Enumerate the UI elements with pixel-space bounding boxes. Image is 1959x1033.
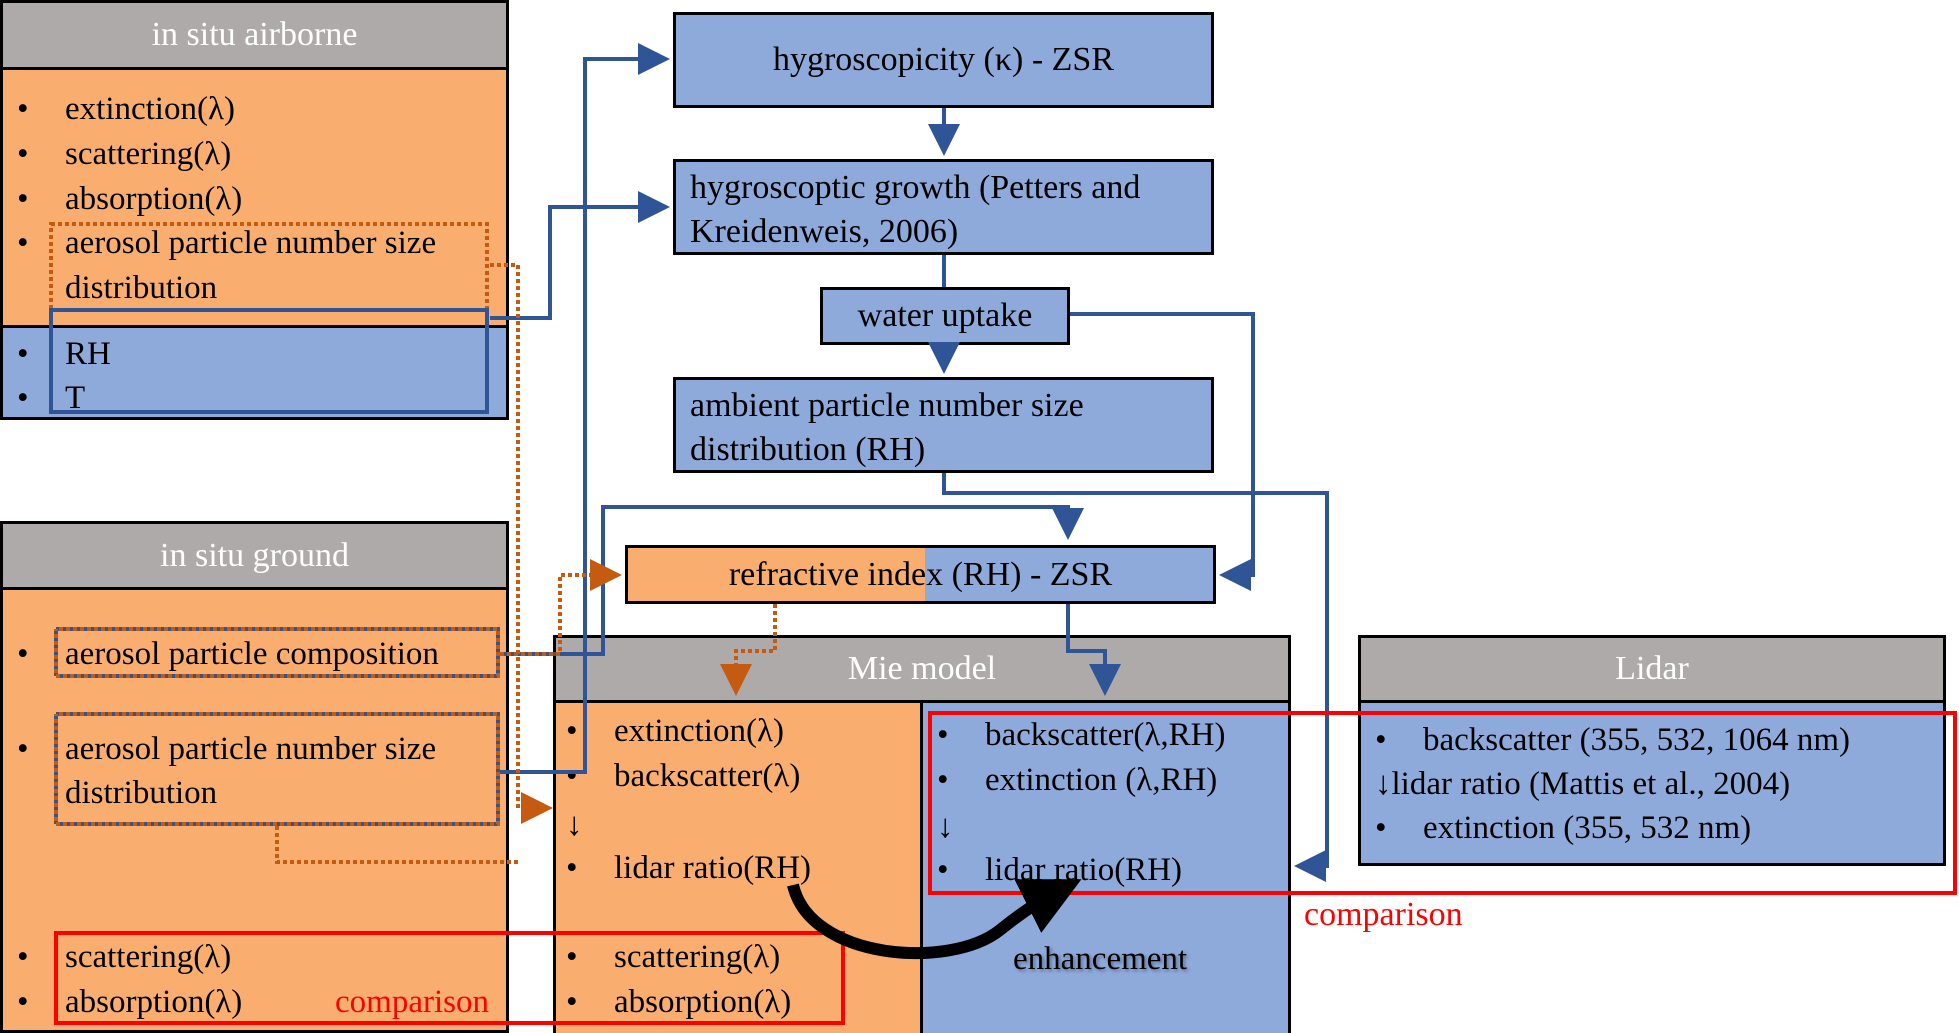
ground-composition-highlight [54,627,500,678]
bullet: • [17,91,29,127]
airborne-item-rh: RH [65,336,111,372]
ground-panel: in situ ground • aerosol particle compos… [0,521,509,1033]
ground-pnsd-highlight-orange [54,712,500,826]
arrow-composition-to-refractive [500,505,1084,656]
bullet: • [17,731,29,767]
airborne-item-t: T [65,380,86,416]
bullet: • [17,380,29,416]
arrow-refractive-to-mie-dry [720,604,777,696]
refractive-index-label: refractive index (RH) - ZSR [728,555,1113,593]
arrow-water-to-refractive [1070,312,1255,591]
enhancement-label: enhancement [1013,941,1188,977]
ambient-line2: distribution (RH) [690,431,926,468]
bullet: • [17,636,29,672]
down-arrow-icon: ↓ [566,807,583,843]
ground-item-composition: aerosol particle composition [65,636,439,672]
airborne-met-highlight [49,308,489,414]
bullet: • [937,762,949,798]
airborne-pnsd-highlight [49,222,489,312]
enhancement-arrow-icon [787,879,1082,960]
ground-item-absorption: absorption(λ) [65,984,243,1020]
mie-wet-extinction: extinction (λ,RH) [985,762,1218,798]
lidar-item-lidar-ratio: ↓lidar ratio (Mattis et al., 2004) [1375,766,1791,802]
mie-dry-backscatter: backscatter(λ) [614,758,801,794]
ground-header: in situ ground [3,524,506,590]
airborne-header: in situ airborne [3,3,506,70]
mie-dry-scattering: scattering(λ) [614,939,781,975]
mie-wet-backscatter: backscatter(λ,RH) [985,717,1226,753]
growth-line1: hygroscoptic growth (Petters and [690,169,1141,206]
ground-pnsd-highlight [54,712,500,826]
bullet: • [566,758,578,794]
bullet: • [566,939,578,975]
ground-item-pnsd: aerosol particle number size [65,731,437,767]
arrow-refractive-to-mie-wet [1066,604,1121,696]
arrow-ambient-to-mie-wet [942,473,1329,882]
bullet: • [937,717,949,753]
ground-item-scattering: scattering(λ) [65,939,232,975]
bullet: • [17,939,29,975]
ground-comparison-label: comparison [335,984,489,1020]
bullet: • [17,136,29,172]
airborne-item-pnsd: aerosol particle number size [65,225,437,261]
bullet: • [566,850,578,886]
line-ground-pnsd-to-mie [275,826,518,864]
bullet: • [566,984,578,1020]
airborne-optical-section: • extinction(λ) • scattering(λ) • absorp… [3,70,506,328]
down-arrow-icon: ↓ [937,809,954,845]
airborne-item-absorption: absorption(λ) [65,181,243,217]
bullet: • [17,984,29,1020]
bullet: • [937,852,949,888]
arrow-ground-to-hygroscopicity [500,43,670,774]
mie-dry-absorption: absorption(λ) [614,984,792,1020]
arrow-airborne-to-growth [490,191,670,320]
mie-dry-lidar-ratio: lidar ratio(RH) [614,850,812,886]
mie-header: Mie model [556,638,1288,703]
mie-dry-extinction: extinction(λ) [614,713,784,749]
hygroscopic-growth-box: hygroscoptic growth (Petters and Kreiden… [673,159,1214,255]
hygroscopicity-label: hygroscopicity (κ) - ZSR [772,41,1115,78]
water-uptake-label: water uptake [857,297,1033,334]
ground-composition-highlight-orange [54,627,500,678]
arrow-composition-to-refractive-orange [500,559,622,656]
mie-dry-section: • extinction(λ) • backscatter(λ) ↓ • lid… [556,703,923,1033]
water-uptake-box: water uptake [820,287,1070,345]
bullet: • [1375,722,1387,758]
bullet: • [1375,810,1387,846]
ambient-pnsd-box: ambient particle number size distributio… [673,377,1214,473]
lidar-comparison-label: comparison [1304,896,1463,933]
ground-item-pnsd-cont: distribution [65,775,218,811]
comparison-box-lidar [928,711,1957,895]
bullet: • [566,713,578,749]
bullet: • [17,181,29,217]
arrow-airborne-pnsd-to-mie [490,263,553,824]
lidar-panel: Lidar • backscatter (355, 532, 1064 nm) … [1358,635,1946,866]
mie-wet-section: • backscatter(λ,RH) • extinction (λ,RH) … [923,703,1288,1033]
airborne-met-section: • RH • T [3,328,506,417]
airborne-item-pnsd-cont: distribution [65,270,218,306]
bullet: • [17,336,29,372]
airborne-item-extinction: extinction(λ) [65,91,235,127]
lidar-item-backscatter: backscatter (355, 532, 1064 nm) [1423,722,1851,758]
growth-line2: Kreidenweis, 2006) [690,213,959,250]
ambient-line1: ambient particle number size [690,387,1084,424]
hygroscopicity-box: hygroscopicity (κ) - ZSR [673,12,1214,108]
comparison-box-ground [54,931,845,1025]
refractive-index-box: refractive index (RH) - ZSR [625,545,1216,604]
mie-model-panel: Mie model • extinction(λ) • backscatter(… [553,635,1291,1033]
lidar-header: Lidar [1361,638,1943,703]
bullet: • [17,225,29,261]
lidar-item-extinction: extinction (355, 532 nm) [1423,810,1752,846]
airborne-item-scattering: scattering(λ) [65,136,232,172]
airborne-panel: in situ airborne • extinction(λ) • scatt… [0,0,509,420]
